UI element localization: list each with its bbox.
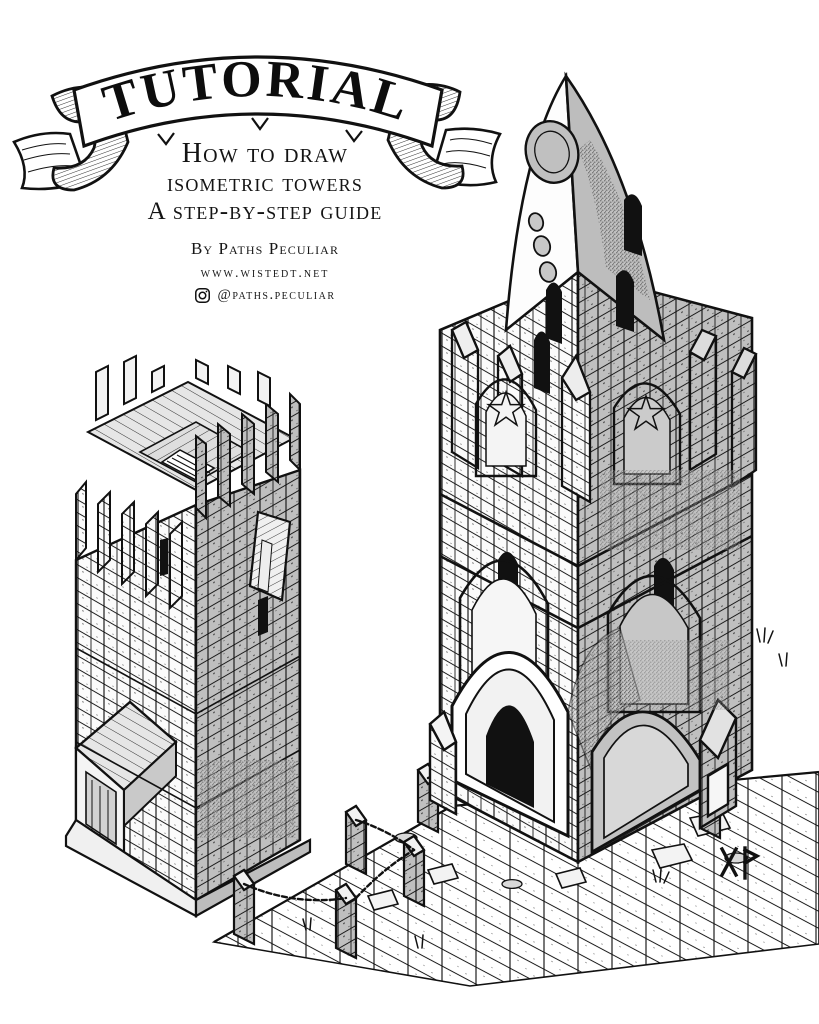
- credits-block: By Paths Peculiar www.wistedt.net @paths…: [110, 238, 420, 304]
- banner-scroll: [72, 55, 444, 149]
- ribbon-banner: TUTORIAL: [8, 30, 508, 230]
- poster-title: How to draw isometric towers A step-by-s…: [110, 138, 420, 225]
- artist-signature: [718, 845, 762, 881]
- website-credit[interactable]: www.wistedt.net: [200, 265, 330, 281]
- simple-keep-tower: [64, 354, 312, 918]
- flagstone-plaza: [211, 627, 819, 987]
- gothic-cathedral-tower: [428, 71, 758, 865]
- title-line-1: How to draw: [181, 138, 349, 169]
- instagram-handle: @paths.peculiar: [217, 286, 336, 303]
- title-line-3: A step-by-step guide: [147, 198, 383, 225]
- title-line-2: isometric towers: [166, 170, 364, 197]
- instagram-credit[interactable]: @paths.peculiar: [110, 287, 420, 304]
- author-credit: By Paths Peculiar: [190, 239, 340, 258]
- instagram-icon: [194, 287, 211, 304]
